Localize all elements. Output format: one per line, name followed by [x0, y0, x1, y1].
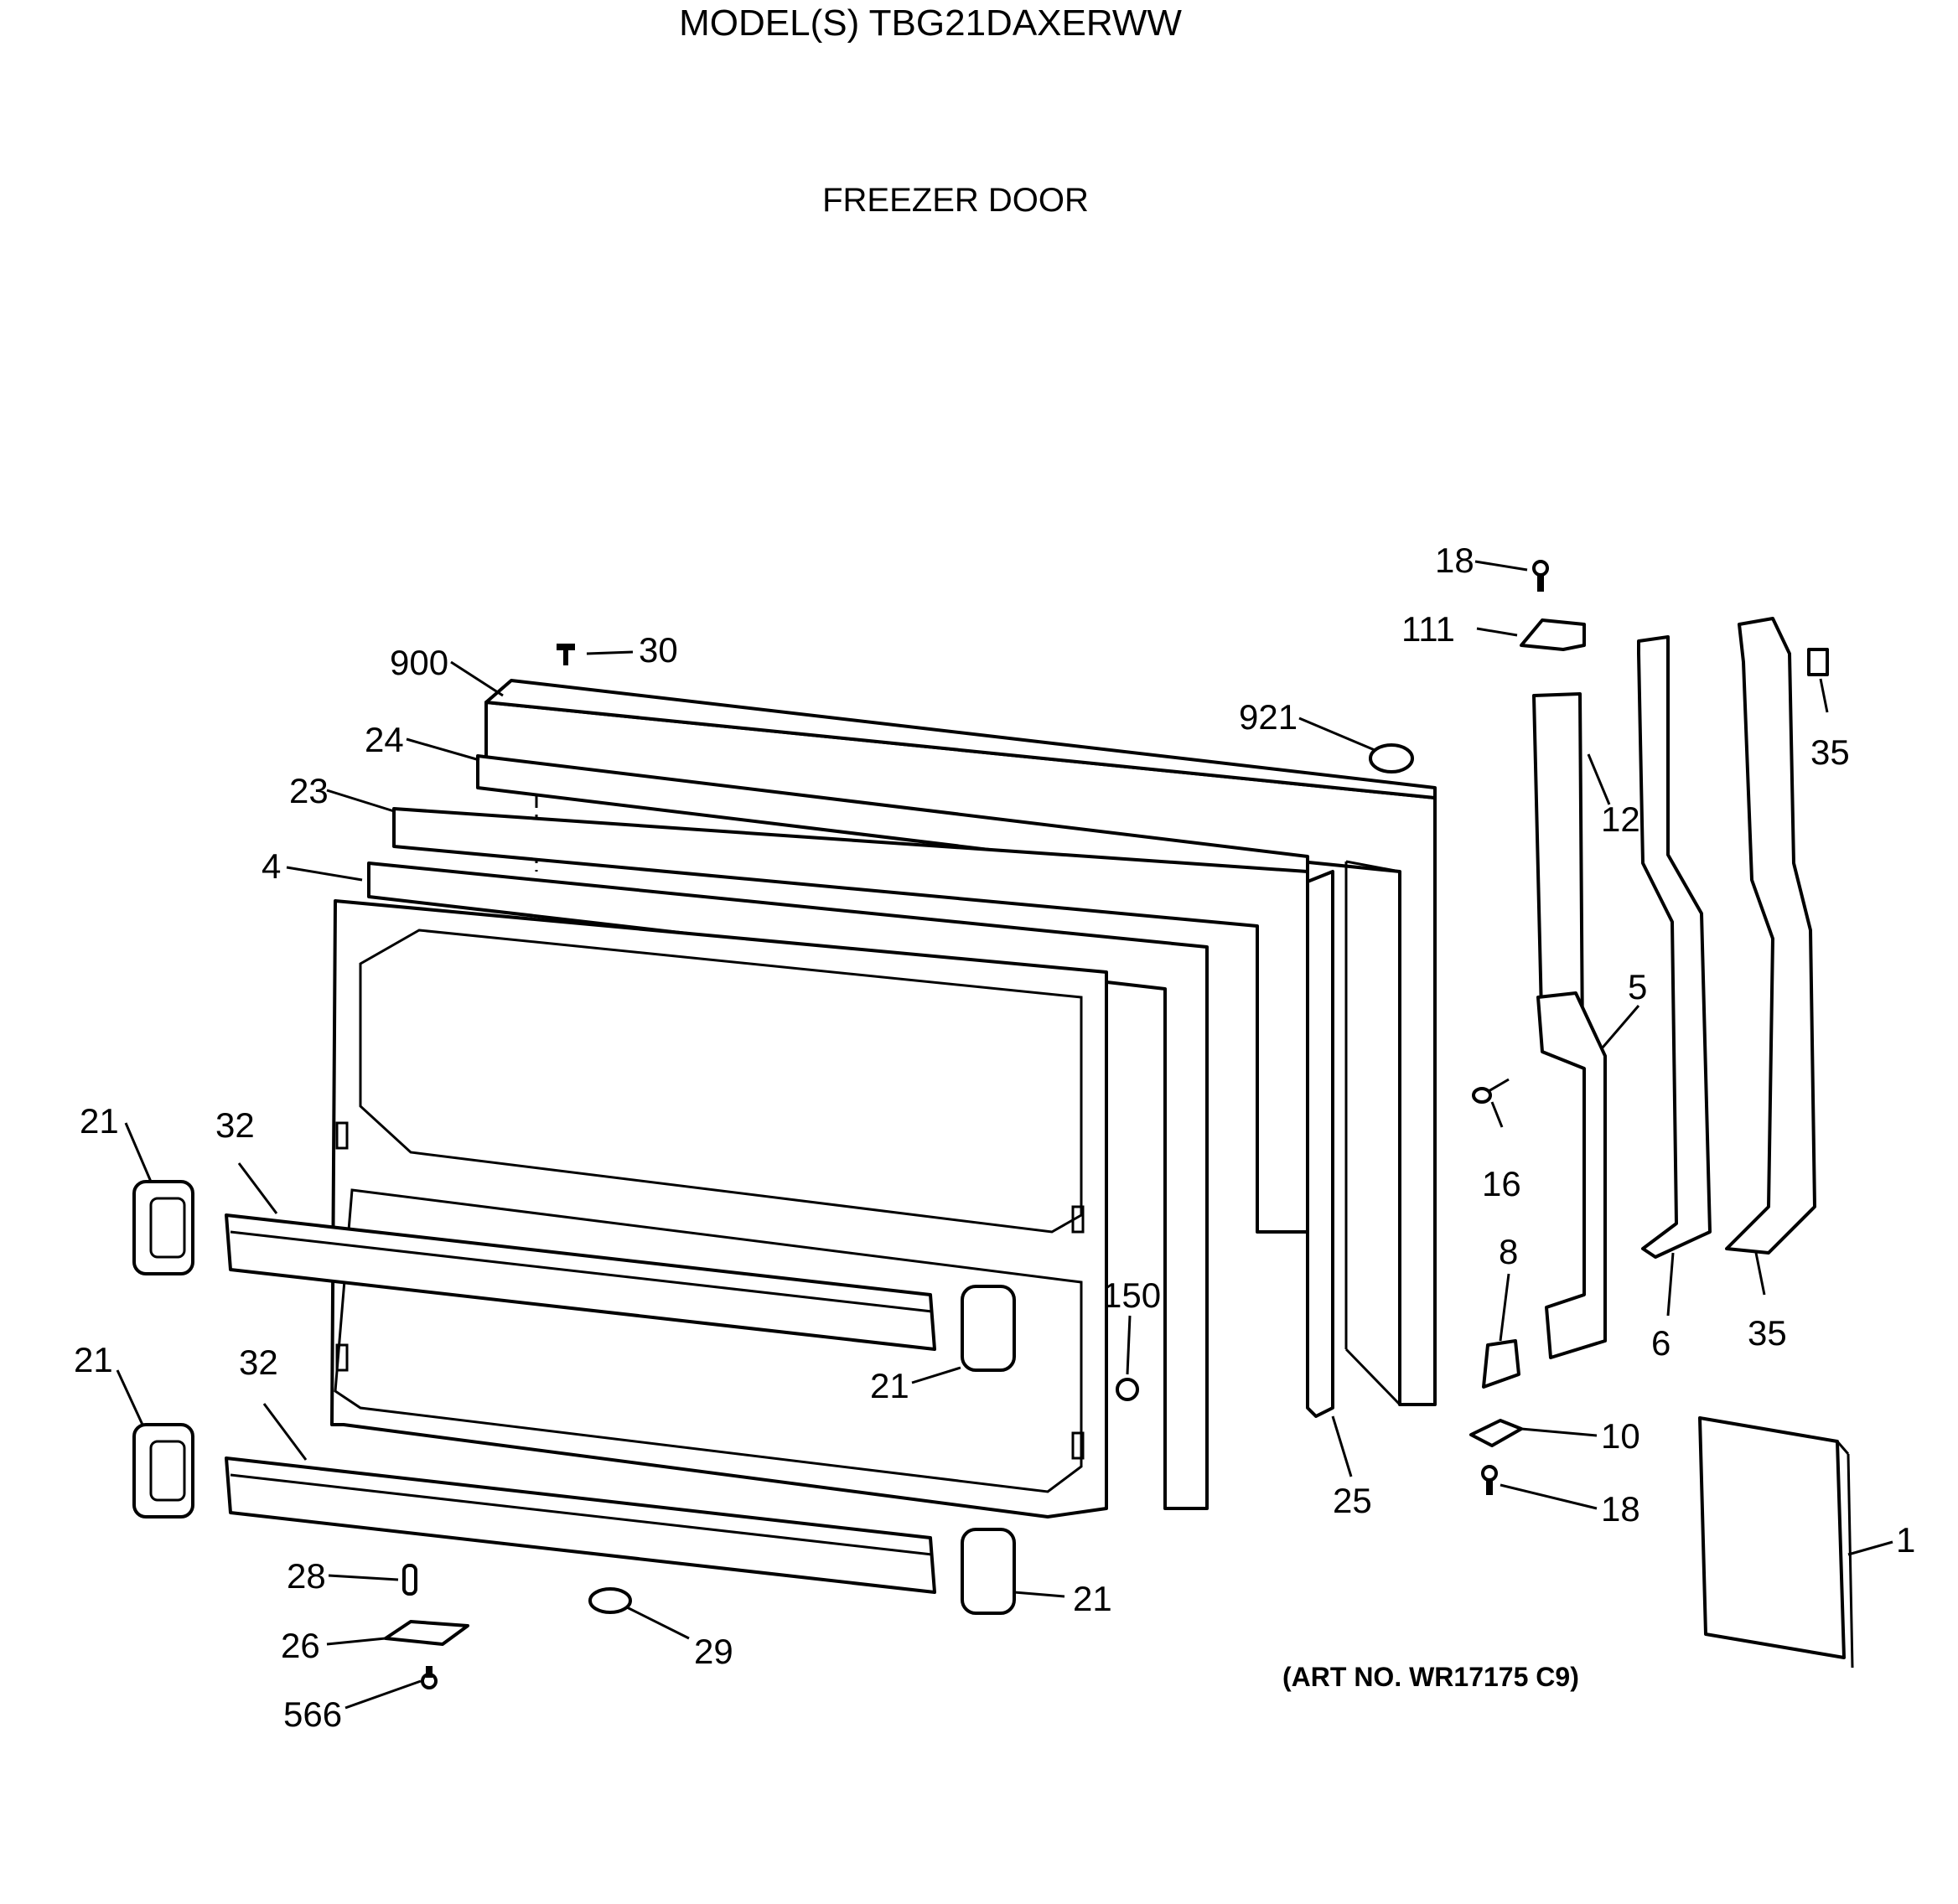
callout-35-bottom: 35: [1748, 1313, 1787, 1353]
callout-30: 30: [639, 630, 678, 670]
callout-4: 4: [262, 846, 281, 886]
callout-23: 23: [289, 771, 329, 810]
callout-29: 29: [694, 1632, 733, 1671]
callout-18-top: 18: [1435, 541, 1474, 580]
leader-lines: [116, 560, 1893, 1710]
end-cap-21-mid: [961, 1285, 1016, 1372]
bracket-5: [1536, 991, 1607, 1359]
screw-18-top: [1532, 560, 1549, 592]
callout-900: 900: [390, 643, 448, 682]
callout-10: 10: [1601, 1416, 1640, 1456]
callout-111: 111: [1401, 609, 1455, 649]
callout-32-lower: 32: [239, 1343, 278, 1382]
screw-16: [1472, 1078, 1510, 1104]
screw-150: [1116, 1378, 1139, 1401]
callout-28: 28: [287, 1556, 326, 1596]
art-number: (ART NO. WR17175 C9): [1282, 1662, 1579, 1692]
plug-921: [1369, 743, 1414, 774]
callout-21-lower-left: 21: [74, 1340, 113, 1379]
callout-16: 16: [1482, 1164, 1521, 1203]
callout-8: 8: [1499, 1232, 1518, 1271]
callout-150: 150: [1102, 1275, 1161, 1315]
hinge-bracket-111: [1520, 618, 1586, 651]
callout-26: 26: [281, 1626, 320, 1665]
shelf-bar-32-lower: [225, 1456, 936, 1594]
callout-1: 1: [1896, 1520, 1915, 1560]
part-26: [384, 1620, 469, 1646]
callout-21-bottom-right: 21: [1073, 1579, 1112, 1618]
end-cap-21-lower-left: [132, 1423, 194, 1519]
callout-21-upper-left: 21: [80, 1101, 119, 1141]
callout-566: 566: [283, 1694, 342, 1734]
callout-35-top: 35: [1810, 732, 1850, 772]
part-28: [402, 1564, 417, 1596]
callout-18-bottom: 18: [1601, 1489, 1640, 1529]
hinge-6: [1637, 635, 1712, 1259]
screw-566: [421, 1666, 438, 1689]
callout-21-mid: 21: [870, 1366, 909, 1405]
plug-29: [588, 1587, 632, 1614]
end-cap-21-upper-left: [132, 1180, 194, 1275]
section-title: FREEZER DOOR: [822, 182, 1089, 219]
model-title: MODEL(S) TBG21DAXERWW: [679, 3, 1182, 44]
door-liner-4: [367, 861, 1209, 1510]
callout-921: 921: [1239, 697, 1298, 737]
door-liner-inner: [330, 899, 1108, 1519]
callout-6: 6: [1651, 1323, 1671, 1363]
shelf-bar-32-upper: [225, 1213, 936, 1351]
callout-5: 5: [1628, 967, 1647, 1006]
manual-1: [1698, 1416, 1854, 1669]
door-frame-23: [392, 807, 1309, 1234]
part-8: [1482, 1339, 1520, 1389]
screw-18-bottom: [1481, 1465, 1498, 1495]
callout-25: 25: [1333, 1481, 1372, 1520]
callout-12: 12: [1601, 799, 1640, 839]
part-10: [1469, 1419, 1523, 1447]
callout-32-upper: 32: [215, 1105, 255, 1145]
end-cap-21-bottom-right: [961, 1528, 1016, 1615]
cap-35: [1807, 648, 1829, 676]
callout-24: 24: [365, 720, 404, 759]
screw-30: [557, 644, 575, 665]
hinge-35: [1725, 617, 1816, 1255]
door-strip-25: [1306, 870, 1334, 1418]
